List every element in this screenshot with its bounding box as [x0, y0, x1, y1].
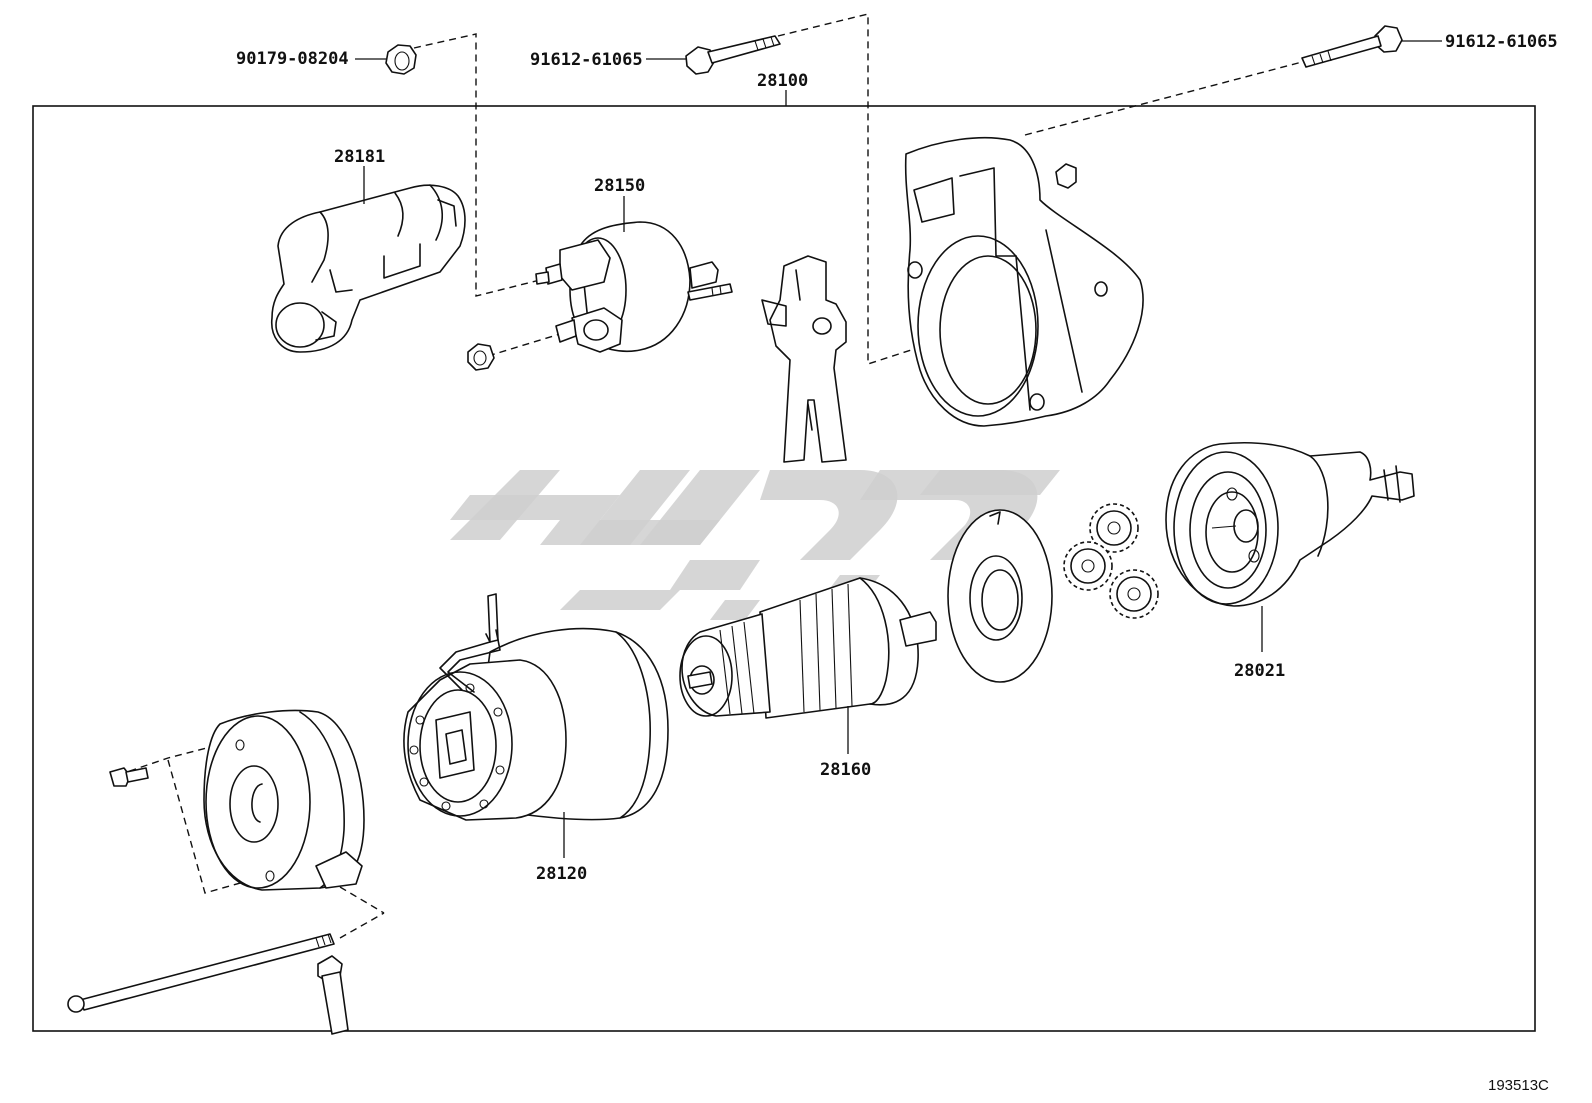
planet-gears	[1063, 503, 1159, 619]
shift-lever	[761, 255, 847, 463]
armature-28160	[679, 577, 937, 719]
bolt-91612-right	[1301, 25, 1403, 68]
label-yoke: 28120	[536, 864, 587, 884]
alignment-lines	[117, 13, 1303, 939]
figure-id: 193513C	[1488, 1077, 1549, 1094]
label-assembly: 28100	[757, 71, 808, 91]
bolt-91612-left	[685, 35, 781, 75]
label-clutch: 28021	[1234, 661, 1285, 681]
label-bolt-right: 91612-61065	[1445, 32, 1558, 52]
terminal-cover-28181	[271, 184, 466, 353]
label-nut-90179: 90179-08204	[236, 49, 349, 69]
assembly-frame	[32, 105, 1536, 1032]
label-solenoid: 28150	[594, 176, 645, 196]
label-armature: 28160	[820, 760, 871, 780]
drive-housing	[904, 136, 1144, 427]
gear-plate	[947, 509, 1053, 683]
solenoid-28150	[535, 221, 733, 353]
end-frame	[109, 709, 365, 891]
clutch-28021	[1165, 441, 1415, 607]
through-bolt	[67, 933, 349, 1035]
nut-90179	[385, 44, 417, 75]
label-cover: 28181	[334, 147, 385, 167]
yoke-28120	[403, 593, 669, 821]
solenoid-nut	[467, 343, 495, 371]
label-bolt-left: 91612-61065	[530, 50, 643, 70]
